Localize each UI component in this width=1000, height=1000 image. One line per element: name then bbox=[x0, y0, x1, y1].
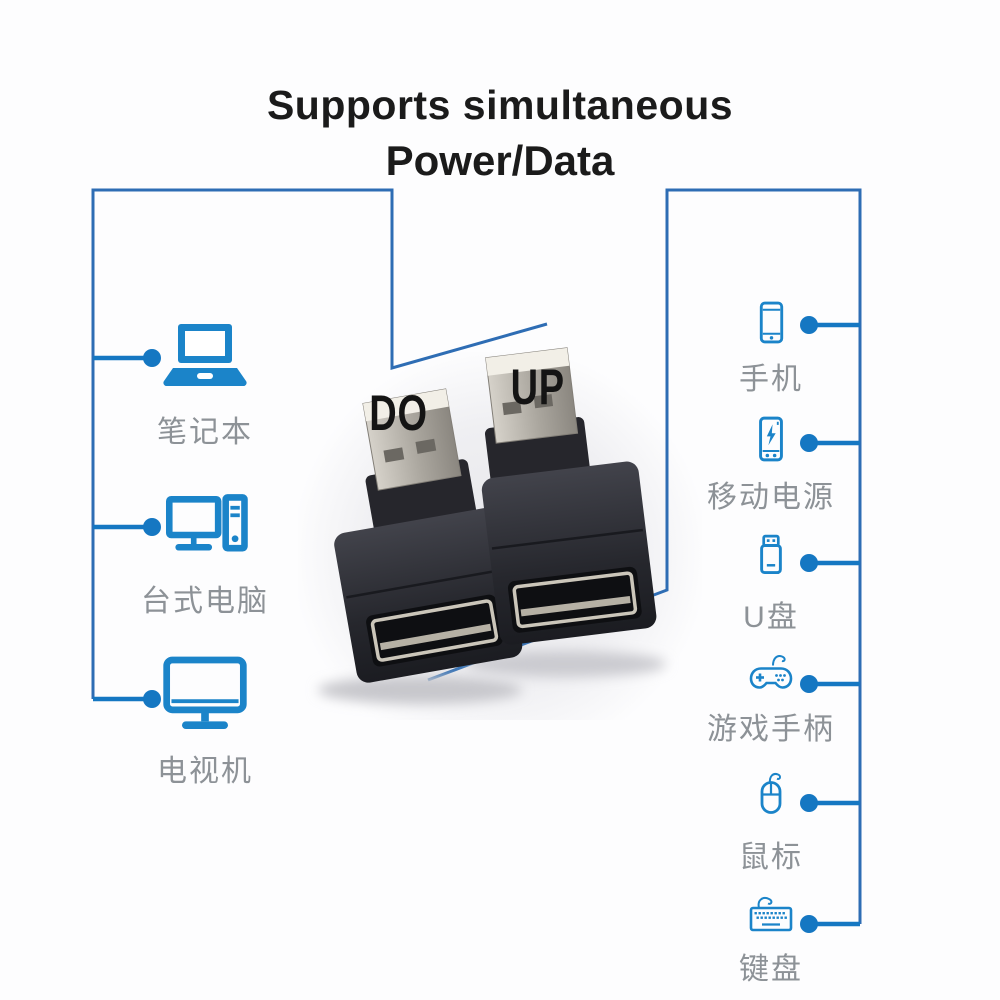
adapter-shadow bbox=[318, 676, 522, 704]
mouse-icon bbox=[753, 770, 789, 823]
desktop-icon bbox=[158, 488, 252, 567]
device-label: 手机 bbox=[739, 363, 803, 396]
gamepad-icon bbox=[747, 650, 795, 695]
laptop-connector-dot bbox=[143, 349, 161, 367]
adapter-up-label: UP bbox=[510, 359, 565, 415]
power-bank-icon bbox=[752, 415, 790, 463]
phone-icon bbox=[753, 300, 790, 345]
device-usb-drive: U盘 bbox=[686, 533, 856, 636]
device-gamepad: 游戏手柄 bbox=[686, 650, 856, 748]
device-label: 台式电脑 bbox=[141, 585, 269, 618]
device-label: 键盘 bbox=[739, 953, 803, 986]
device-phone: 手机 bbox=[686, 300, 856, 398]
usb-drive-connector-dot bbox=[800, 554, 818, 572]
device-label: U盘 bbox=[743, 601, 799, 634]
device-label: 移动电源 bbox=[707, 481, 835, 514]
device-mouse: 鼠标 bbox=[686, 770, 856, 876]
device-label: 鼠标 bbox=[739, 841, 803, 874]
page-title: Supports simultaneous Power/Data bbox=[0, 78, 1000, 190]
usb-drive-icon bbox=[752, 533, 790, 583]
device-label: 电视机 bbox=[157, 755, 253, 788]
device-power-bank: 移动电源 bbox=[686, 415, 856, 516]
keyboard-icon bbox=[747, 893, 795, 935]
phone-connector-dot bbox=[800, 316, 818, 334]
tv-connector-dot bbox=[143, 690, 161, 708]
device-desktop: 台式电脑 bbox=[125, 488, 285, 620]
device-keyboard: 键盘 bbox=[686, 893, 856, 988]
title-line-2: Power/Data bbox=[385, 137, 615, 185]
power-bank-connector-dot bbox=[800, 434, 818, 452]
device-label: 笔记本 bbox=[157, 416, 253, 449]
laptop-icon bbox=[157, 318, 253, 398]
usb-adapter-down bbox=[334, 388, 523, 683]
gamepad-connector-dot bbox=[800, 675, 818, 693]
mouse-connector-dot bbox=[800, 794, 818, 812]
desktop-connector-dot bbox=[143, 518, 161, 536]
title-line-1: Supports simultaneous bbox=[266, 82, 734, 128]
adapter-down-label: DO bbox=[369, 385, 428, 441]
usb-adapter-up bbox=[481, 347, 657, 645]
adapter-shadow bbox=[466, 651, 666, 677]
tv-icon bbox=[159, 652, 251, 737]
device-tv: 电视机 bbox=[125, 652, 285, 790]
keyboard-connector-dot bbox=[800, 915, 818, 933]
device-label: 游戏手柄 bbox=[707, 713, 835, 746]
device-laptop: 笔记本 bbox=[125, 318, 285, 451]
